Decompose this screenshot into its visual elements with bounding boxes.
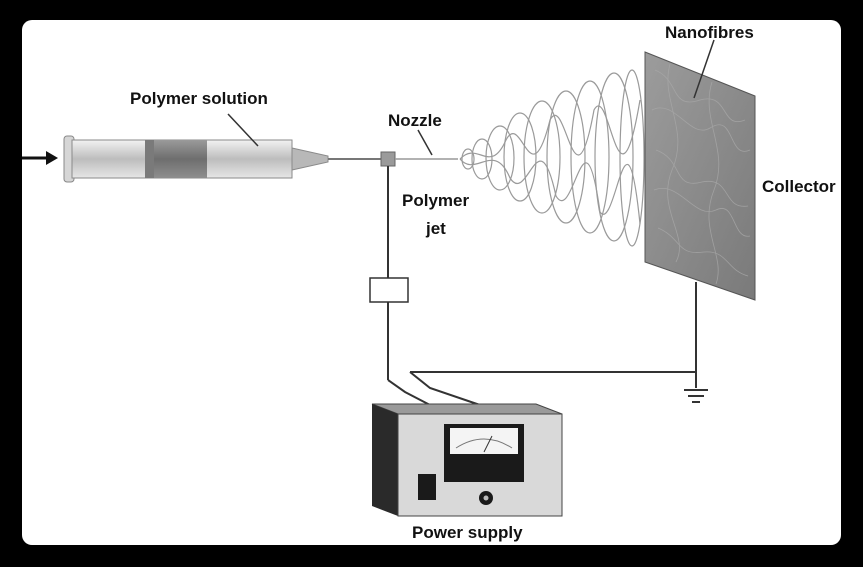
label-polymer-jet-line1: Polymer — [402, 191, 469, 210]
label-power-supply: Power supply — [412, 523, 523, 542]
power-supply-side — [372, 404, 398, 516]
wires — [387, 166, 697, 406]
syringe — [63, 135, 384, 183]
syringe-plunger-seal — [145, 140, 154, 178]
label-nozzle: Nozzle — [388, 111, 442, 130]
label-polymer-solution: Polymer solution — [130, 89, 268, 108]
nanofibre-texture — [651, 63, 751, 285]
label-nanofibres: Nanofibres — [665, 23, 754, 42]
polymer-solution-fill — [152, 140, 207, 178]
power-switch-icon — [418, 474, 436, 500]
syringe-tip — [291, 147, 329, 171]
meter-gauge-icon — [444, 424, 524, 482]
nozzle — [380, 151, 396, 167]
label-collector: Collector — [762, 177, 836, 196]
label-polymer-jet-line2: jet — [425, 219, 446, 238]
power-supply-top — [371, 403, 563, 415]
power-supply-unit — [371, 403, 563, 517]
ground-icon — [684, 389, 708, 403]
connector-box — [369, 277, 409, 303]
leader-lines — [227, 39, 715, 156]
collector-plate — [644, 51, 756, 301]
polymer-jet-spiral — [459, 69, 645, 247]
push-arrow-icon — [22, 151, 58, 165]
